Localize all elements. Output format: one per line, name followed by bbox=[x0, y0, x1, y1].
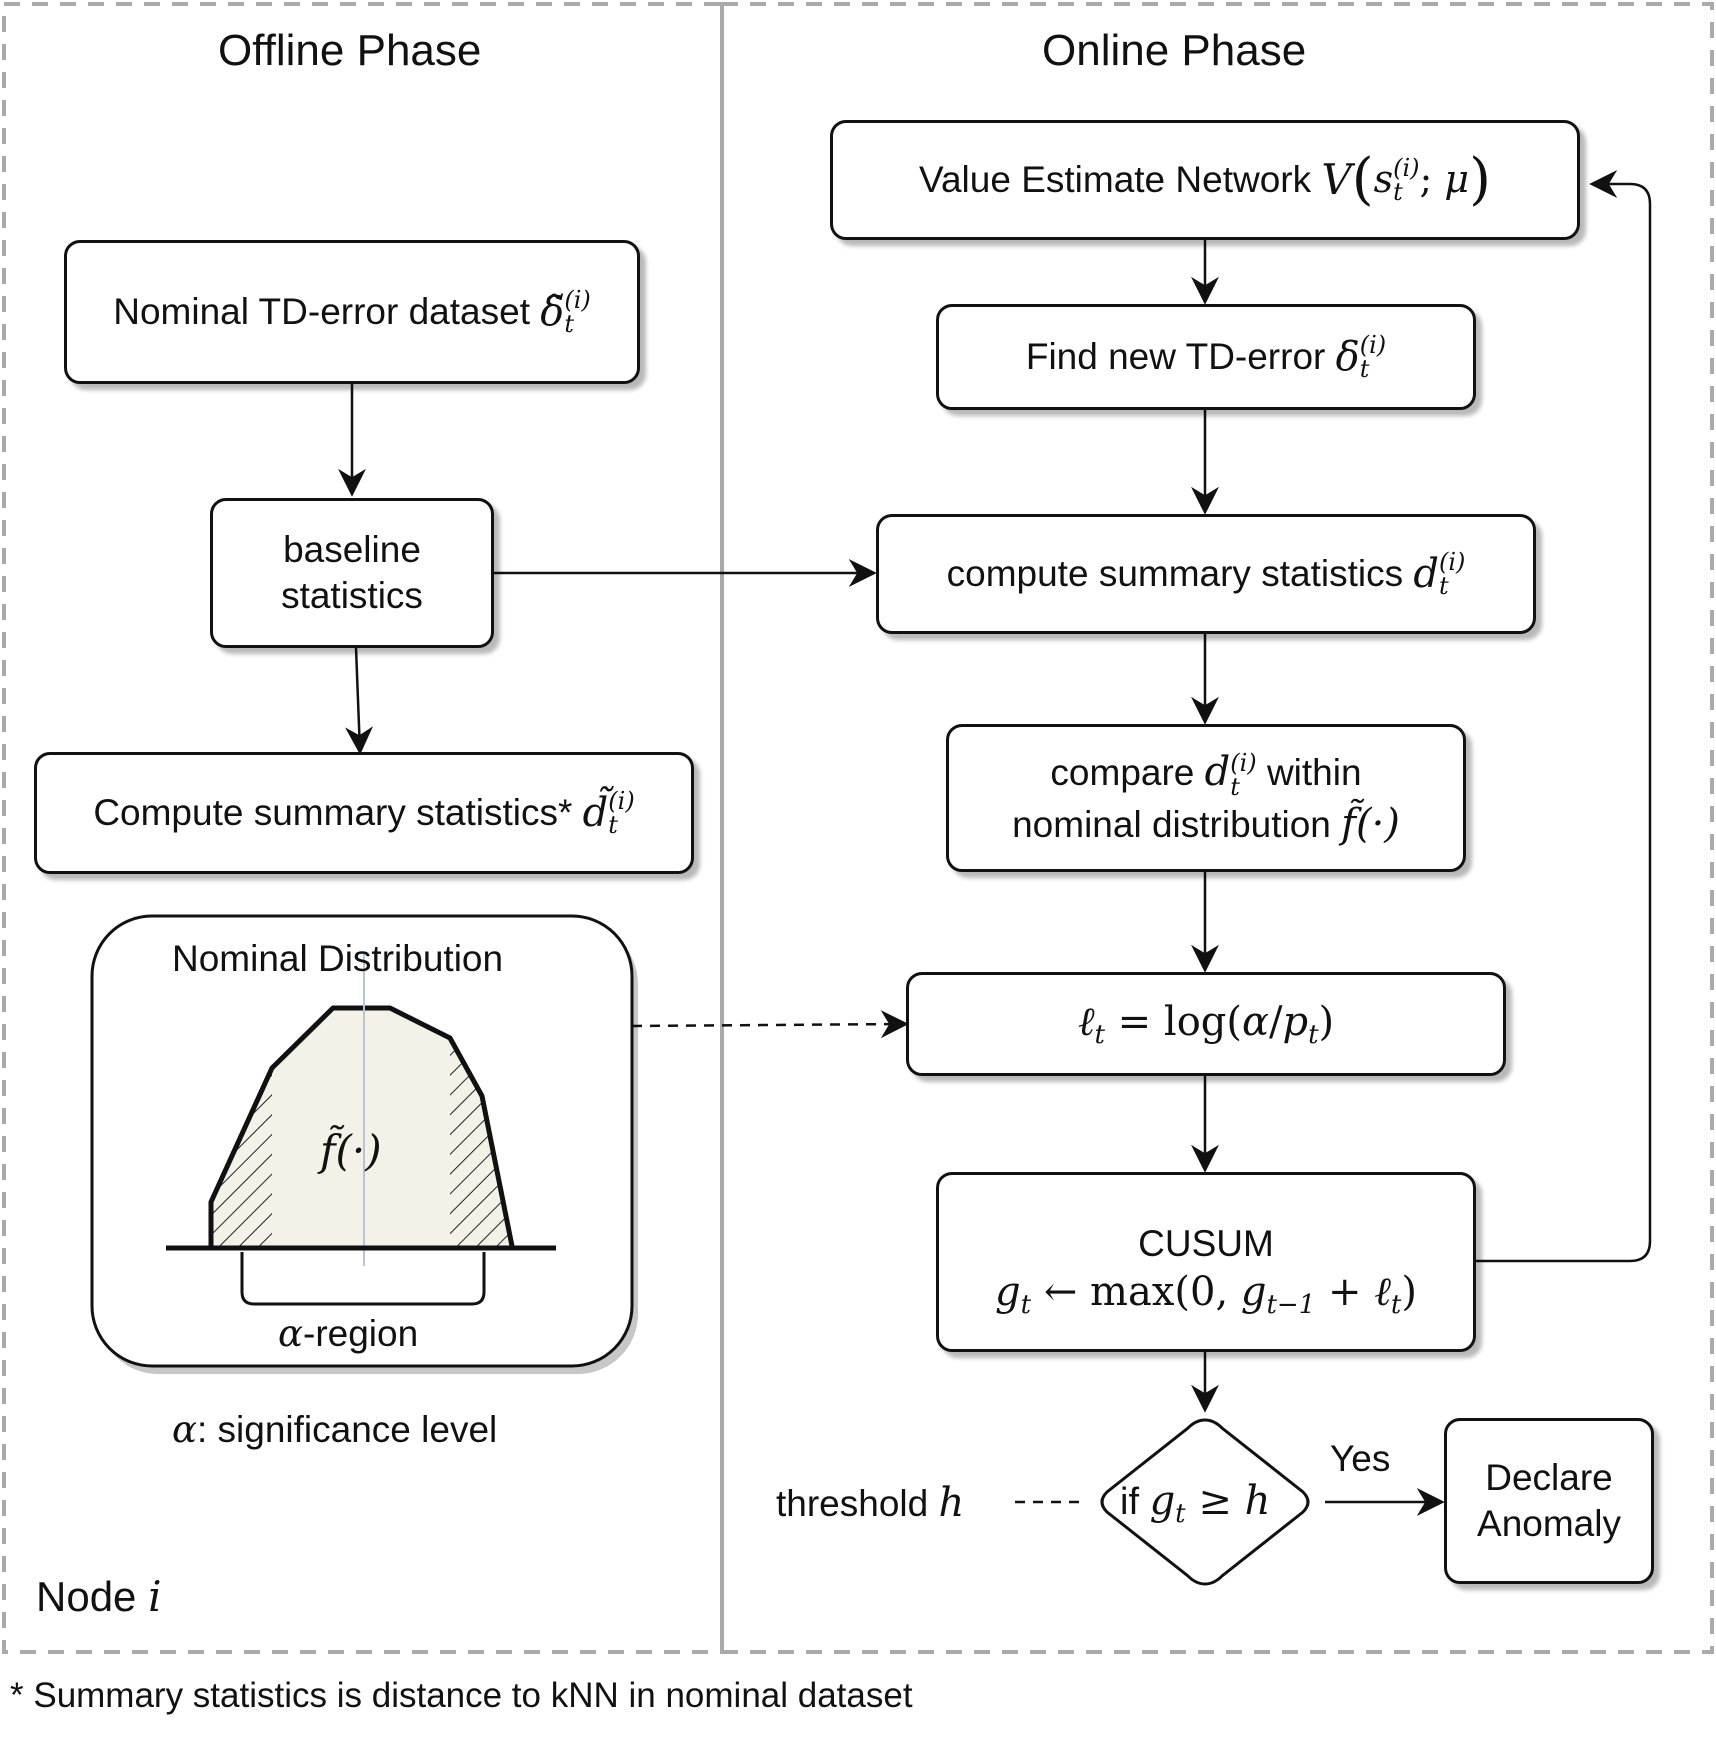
significance-alpha-symbol: α bbox=[172, 1408, 197, 1451]
online-phase-title: Online Phase bbox=[1042, 26, 1307, 75]
threshold-label: threshold h bbox=[776, 1480, 964, 1526]
distribution-curve-fill bbox=[211, 1008, 512, 1246]
node-symbol: i bbox=[148, 1572, 162, 1621]
compute-summary-box: Compute summary statistics* d̃(i)t bbox=[34, 752, 694, 874]
distribution-curve-outline bbox=[208, 1005, 515, 1247]
distribution-symbol: f̃(·) bbox=[320, 1126, 382, 1175]
significance-level-note: α: significance level bbox=[172, 1408, 497, 1451]
compare-box: compare d(i)t within nominal distributio… bbox=[946, 724, 1466, 872]
threshold-text: threshold bbox=[776, 1483, 929, 1524]
nominal-td-dataset-label: Nominal TD-error dataset bbox=[113, 290, 530, 332]
threshold-symbol: h bbox=[938, 1480, 965, 1526]
baseline-line-2: statistics bbox=[281, 575, 423, 616]
alpha-region-label: α-region bbox=[278, 1312, 418, 1355]
nominal-td-dataset-box: Nominal TD-error dataset δ̃(i)t bbox=[64, 240, 640, 384]
node-text: Node bbox=[36, 1573, 137, 1620]
compute-summary-label: Compute summary statistics* bbox=[93, 791, 573, 833]
nominal-td-dataset-symbol: δ̃ bbox=[540, 289, 565, 335]
baseline-statistics-box: baseline statistics bbox=[210, 498, 494, 648]
declare-line-2: Anomaly bbox=[1477, 1503, 1621, 1544]
compare-line2: nominal distribution bbox=[1012, 804, 1331, 846]
log-likelihood-box: ℓt = log(α/pt) bbox=[906, 972, 1506, 1076]
offline-phase-title: Offline Phase bbox=[218, 26, 482, 75]
online-phase-border bbox=[720, 2, 1714, 1654]
left-tail-hatch bbox=[211, 1068, 272, 1246]
declare-line-1: Declare bbox=[1485, 1456, 1613, 1498]
arrow-baseline-to-compute bbox=[345, 647, 374, 755]
alpha-region-bracket bbox=[240, 1252, 486, 1306]
alpha-region-symbol: α bbox=[278, 1312, 303, 1355]
alpha-region-text: -region bbox=[303, 1313, 419, 1354]
declare-anomaly-box: Declare Anomaly bbox=[1444, 1418, 1654, 1584]
arrow-cusum-feedback bbox=[1476, 170, 1652, 1263]
compare-line1-a: compare bbox=[1050, 751, 1195, 793]
compare-symbol: f̃(·) bbox=[1341, 801, 1400, 848]
arrow-distribution-to-log bbox=[631, 1010, 909, 1039]
distribution-title: Nominal Distribution bbox=[172, 938, 504, 979]
footnote: * Summary statistics is distance to kNN … bbox=[10, 1676, 913, 1715]
compute-summary-online-label: compute summary statistics bbox=[946, 552, 1404, 594]
value-network-box: Value Estimate Network V(s(i)t; μ) bbox=[830, 120, 1580, 240]
compute-summary-online-box: compute summary statistics d(i)t bbox=[876, 514, 1536, 634]
decision-diamond bbox=[1100, 1418, 1310, 1586]
find-td-error-label: Find new TD-error bbox=[1025, 335, 1326, 377]
node-label: Node i bbox=[36, 1572, 162, 1621]
value-network-label: Value Estimate Network bbox=[919, 158, 1312, 200]
decision-prefix: if bbox=[1120, 1481, 1139, 1523]
baseline-line-1: baseline bbox=[283, 528, 421, 570]
right-tail-hatch bbox=[450, 1038, 512, 1246]
significance-text: : significance level bbox=[197, 1409, 498, 1450]
yes-label: Yes bbox=[1330, 1438, 1391, 1479]
cusum-title: CUSUM bbox=[1138, 1222, 1274, 1264]
cusum-box: CUSUM gt ← max(0, gt−1 + ℓt) bbox=[936, 1172, 1476, 1352]
compare-line1-b: within bbox=[1266, 751, 1362, 793]
compute-summary-symbol: d̃ bbox=[582, 790, 609, 836]
decision-condition: if gt ≥ h bbox=[1120, 1478, 1271, 1529]
find-td-error-box: Find new TD-error δ(i)t bbox=[936, 304, 1476, 410]
